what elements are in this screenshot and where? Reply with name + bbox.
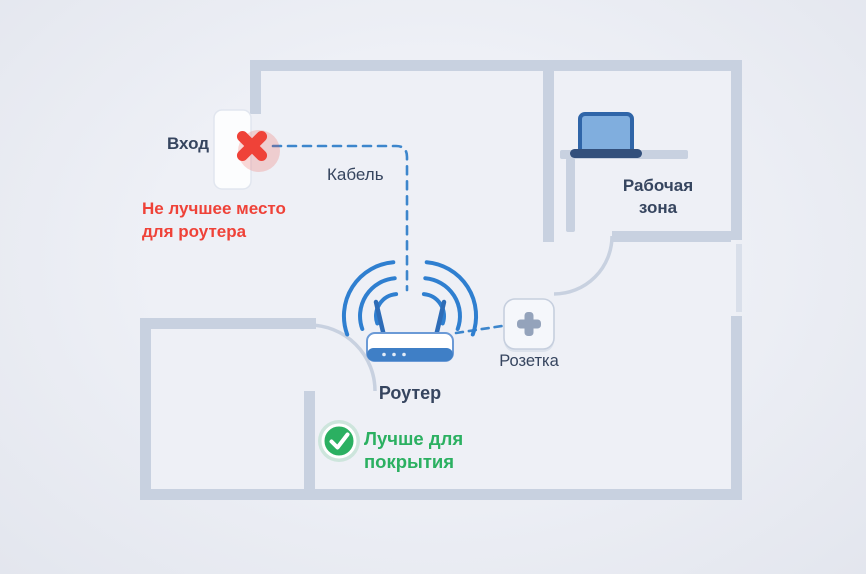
outlet-icon — [503, 298, 555, 352]
warning-text: Не лучшее место для роутера — [142, 197, 286, 243]
error-x-icon — [236, 130, 280, 172]
laptop-icon — [570, 112, 642, 158]
cable-label: Кабель — [327, 165, 384, 184]
router-antenna-left — [373, 299, 387, 339]
router-front-stripe — [367, 348, 453, 361]
x-bar-2 — [236, 130, 268, 162]
wall-workroom-horizontal — [612, 231, 731, 242]
entrance-label: Вход — [167, 134, 210, 153]
router-antenna-right — [433, 299, 447, 339]
cable-line — [271, 144, 409, 292]
door-arc-workroom — [553, 235, 614, 296]
laptop-screen — [578, 112, 634, 156]
door-arcs — [308, 235, 614, 392]
wall-lowerleft-room-right — [304, 391, 315, 494]
outlet-label: Розетка — [499, 352, 559, 370]
work-area-label-line-2: зона — [638, 198, 678, 217]
router-led-2 — [392, 352, 396, 357]
outlet-cable-line — [454, 324, 504, 335]
wifi-arc-left-3 — [341, 260, 396, 337]
laptop-base — [570, 149, 642, 158]
wall-right-upper — [731, 60, 742, 240]
wifi-arc-right-1 — [421, 292, 447, 326]
door-arc-lowerleft-room — [308, 323, 377, 392]
wifi-arc-left-2 — [358, 276, 397, 331]
wall-top — [250, 60, 742, 71]
wall-right-lower — [731, 316, 742, 500]
warning-text-line-2: для роутера — [142, 222, 247, 241]
router-led-1 — [382, 352, 386, 357]
outlet-plug-vertical — [524, 312, 534, 336]
wifi-arc-left-1 — [373, 292, 399, 326]
wall-bottom — [140, 489, 742, 500]
router-label: Роутер — [378, 383, 442, 403]
wifi-arc-right-2 — [423, 276, 462, 331]
wall-left-upper — [250, 60, 261, 114]
success-text: Лучше для покрытия — [364, 427, 463, 473]
floor-interior — [146, 66, 736, 494]
wifi-waves-icon — [341, 260, 479, 337]
router-icon — [366, 299, 454, 362]
check-circle — [321, 423, 357, 459]
walls — [140, 60, 742, 500]
wall-workroom-vertical — [543, 60, 554, 242]
wall-left-lower — [140, 318, 151, 500]
warning-text-line-1: Не лучшее место — [142, 199, 286, 218]
check-mark — [329, 432, 350, 450]
window-bar — [736, 244, 742, 312]
desk-leg — [566, 158, 575, 232]
checkmark-icon — [318, 420, 360, 462]
router-led-3 — [402, 352, 406, 357]
wifi-arc-right-3 — [424, 260, 479, 337]
work-area-label: Рабочая зона — [606, 175, 710, 219]
wall-midleft-horizontal — [140, 318, 316, 329]
cable-lines — [271, 144, 504, 335]
success-text-line-2: покрытия — [364, 451, 455, 472]
success-text-line-1: Лучше для — [364, 428, 464, 449]
work-area-label-line-1: Рабочая — [622, 176, 694, 195]
